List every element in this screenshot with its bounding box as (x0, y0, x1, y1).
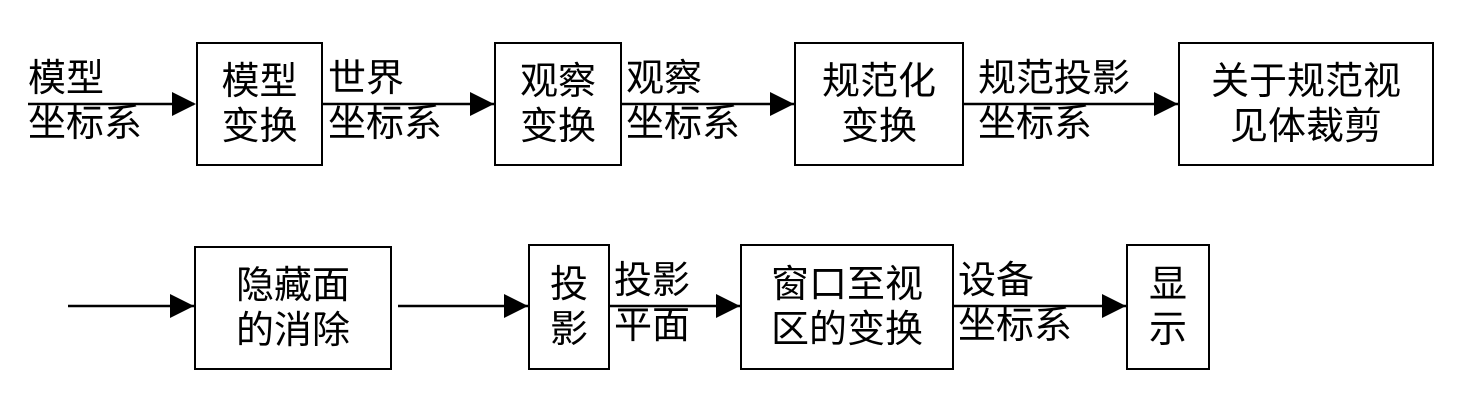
box-hidden-surface-line-1: 隐藏面 (235, 263, 350, 308)
label-model-coords-line-1: 模型 (28, 56, 105, 100)
box-model-transform: 模型 变换 (196, 42, 323, 166)
label-normalized-projection-coords-line-2: 坐标系 (978, 100, 1093, 145)
box-clipping: 关于规范视 见体裁剪 (1178, 42, 1434, 166)
box-clipping-line-1: 关于规范视 (1210, 59, 1401, 104)
box-hidden-surface: 隐藏面 的消除 (194, 246, 392, 370)
box-view-transform-line-1: 观察 (519, 59, 596, 104)
box-model-transform-line-1: 模型 (221, 59, 298, 104)
label-device-coords-line-1: 设备 (958, 258, 1035, 302)
box-view-transform-line-2: 变换 (519, 104, 596, 148)
label-world-coords: 世界 坐标系 (328, 56, 442, 146)
label-model-coords: 模型 坐标系 (28, 56, 142, 146)
label-model-coords-line-2: 坐标系 (28, 100, 143, 145)
box-normalize-transform-line-2: 变换 (840, 104, 917, 148)
arrowhead-model-to-model-transform (172, 92, 196, 116)
label-normalized-projection-coords: 规范投影 坐标系 (978, 56, 1130, 146)
box-normalize-transform-line-1: 规范化 (821, 59, 936, 104)
arrowhead-into-hidden-surface (170, 294, 194, 318)
box-projection: 投 影 (528, 244, 610, 370)
box-hidden-surface-line-2: 的消除 (235, 308, 350, 352)
box-projection-line-2: 影 (549, 307, 588, 351)
box-projection-line-1: 投 (549, 262, 588, 307)
label-world-coords-line-2: 坐标系 (328, 100, 443, 145)
label-world-coords-line-1: 世界 (328, 56, 405, 100)
label-normalized-projection-coords-line-1: 规范投影 (978, 56, 1131, 100)
label-projection-plane: 投影 平面 (614, 258, 690, 348)
box-view-transform: 观察 变换 (494, 42, 622, 166)
label-projection-plane-line-1: 投影 (614, 258, 691, 302)
box-display-line-2: 示 (1148, 307, 1187, 351)
box-clipping-line-2: 见体裁剪 (1229, 104, 1382, 148)
box-window-viewport-line-2: 区的变换 (770, 307, 923, 351)
label-device-coords: 设备 坐标系 (958, 258, 1072, 348)
arrowhead-window-viewport-to-display (1102, 294, 1126, 318)
box-window-viewport-line-1: 窗口至视 (770, 262, 923, 307)
label-view-coords-line-1: 观察 (626, 56, 703, 100)
box-window-viewport: 窗口至视 区的变换 (740, 244, 954, 370)
box-display-line-1: 显 (1148, 262, 1187, 307)
arrowhead-projection-to-window-viewport (716, 294, 740, 318)
label-view-coords: 观察 坐标系 (626, 56, 740, 146)
label-view-coords-line-2: 坐标系 (626, 100, 741, 145)
label-device-coords-line-2: 坐标系 (958, 302, 1073, 347)
box-display: 显 示 (1126, 244, 1210, 370)
box-normalize-transform: 规范化 变换 (794, 42, 964, 166)
arrowhead-hidden-surface-to-projection (504, 294, 528, 318)
arrowhead-view-transform-to-normalize (770, 92, 794, 116)
arrowhead-normalize-to-clipping (1154, 92, 1178, 116)
label-projection-plane-line-2: 平面 (614, 302, 691, 347)
box-model-transform-line-2: 变换 (221, 104, 298, 148)
arrowhead-model-transform-to-view-transform (470, 92, 494, 116)
